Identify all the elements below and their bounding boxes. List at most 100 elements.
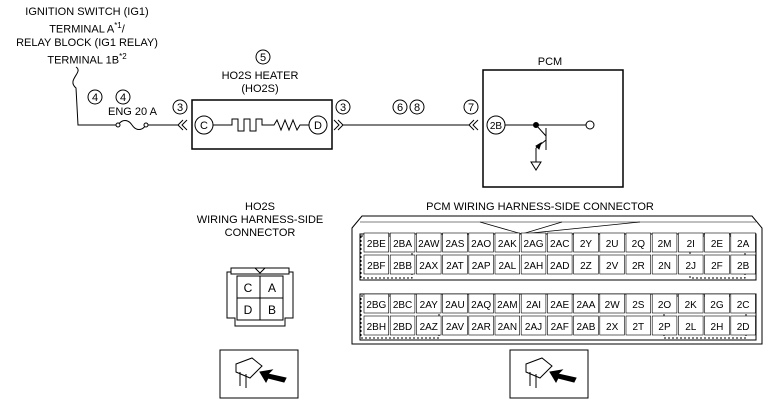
pcm-pin-2ba: 2BA bbox=[393, 239, 412, 250]
pcm-pin-2k: 2K bbox=[685, 300, 698, 311]
pcm-pin-cell bbox=[389, 293, 416, 314]
pcm-pin-cell bbox=[599, 315, 625, 336]
ho2s-connector-line3: CONNECTOR bbox=[224, 227, 296, 239]
pcm-pin-2ar: 2AR bbox=[471, 322, 490, 333]
pcm-pin-2w: 2W bbox=[605, 300, 621, 311]
pcm-pin-2af: 2AF bbox=[551, 322, 569, 333]
pcm-pin-2ak: 2AK bbox=[498, 239, 517, 250]
pcm-pin-cell bbox=[678, 315, 704, 336]
pcm-pin-2h: 2H bbox=[711, 322, 724, 333]
pcm-pin-2bb: 2BB bbox=[393, 261, 412, 272]
pcm-pin-2g: 2G bbox=[710, 300, 724, 311]
pcm-pin-2j: 2J bbox=[685, 261, 696, 272]
pcm-pin-cell bbox=[442, 293, 468, 314]
ho2s-connector-line2: WIRING HARNESS-SIDE bbox=[196, 214, 324, 226]
pcm-pin-cell bbox=[678, 293, 704, 314]
pcm-pin-2ae: 2AE bbox=[550, 300, 569, 311]
fuse-label: ENG 20 A bbox=[108, 106, 157, 118]
fuse-right-terminal bbox=[143, 122, 149, 128]
connector-view-icon-left bbox=[219, 349, 299, 399]
pcm-pin-2m: 2M bbox=[658, 239, 672, 250]
pcm-pin-cell bbox=[494, 315, 521, 336]
pcm-pin-cell bbox=[730, 293, 756, 314]
ho2s-connector-line1: HO2S bbox=[245, 201, 275, 213]
pcm-pin-cell bbox=[468, 293, 494, 314]
pcm-pin-cell bbox=[625, 254, 652, 275]
pcm-title: PCM bbox=[537, 56, 563, 68]
pcm-pin-cell bbox=[416, 293, 442, 314]
pcm-pin-2a: 2A bbox=[737, 239, 750, 250]
pcm-pin-2aq: 2AQ bbox=[471, 300, 491, 311]
pcm-pin-cell bbox=[547, 315, 573, 336]
pcm-pin-cell bbox=[547, 254, 573, 275]
pcm-term-label: 2B bbox=[490, 121, 503, 132]
pcm-pin-2bf: 2BF bbox=[367, 261, 385, 272]
pcm-pin-cell bbox=[625, 293, 652, 314]
pcm-pin-2au: 2AU bbox=[445, 300, 464, 311]
pcm-pin-2as: 2AS bbox=[445, 239, 464, 250]
pcm-pin-cell bbox=[442, 254, 468, 275]
pcm-pin-2l: 2L bbox=[685, 322, 697, 333]
callout-5: 5 bbox=[260, 52, 266, 64]
heater-element-icon bbox=[213, 118, 309, 132]
pcm-pin-cell bbox=[363, 315, 390, 336]
pcm-pin-cell bbox=[678, 232, 704, 253]
pcm-pin-2n: 2N bbox=[658, 261, 671, 272]
pcm-pin-cell bbox=[730, 254, 756, 275]
pcm-pin-2aj: 2AJ bbox=[525, 322, 542, 333]
pcm-pin-cell bbox=[625, 232, 652, 253]
pcm-pin-2o: 2O bbox=[658, 300, 672, 311]
pcm-pin-2bh: 2BH bbox=[367, 322, 386, 333]
pcm-pin-cell bbox=[651, 293, 678, 314]
pcm-pin-cell bbox=[520, 232, 547, 253]
pcm-pin-cell bbox=[547, 232, 573, 253]
pcm-pin-2aa: 2AA bbox=[576, 300, 595, 311]
pcm-pin-cell bbox=[494, 232, 521, 253]
pcm-pin-2p: 2P bbox=[658, 322, 671, 333]
pcm-pin-cell bbox=[494, 254, 521, 275]
pcm-pin-cell bbox=[389, 315, 416, 336]
pcm-pin-2aw: 2AW bbox=[418, 239, 440, 250]
pcm-pin-cell bbox=[573, 315, 599, 336]
pcm-pin-2c: 2C bbox=[737, 300, 750, 311]
pcm-pin-cell bbox=[468, 315, 494, 336]
callout-7: 7 bbox=[468, 102, 474, 114]
pcm-pin-cell bbox=[651, 232, 678, 253]
ho2s-pin-b: B bbox=[268, 303, 276, 317]
pcm-pin-cell bbox=[678, 254, 704, 275]
pcm-pin-2an: 2AN bbox=[498, 322, 517, 333]
pcm-pin-2ax: 2AX bbox=[419, 261, 438, 272]
pcm-pin-2al: 2AL bbox=[498, 261, 516, 272]
pcm-pin-cell bbox=[704, 254, 730, 275]
pcm-pin-2ad: 2AD bbox=[550, 261, 569, 272]
ho2s-connector-label: HO2S WIRING HARNESS-SIDE CONNECTOR bbox=[185, 201, 335, 240]
ho2s-pin-a: A bbox=[268, 281, 276, 295]
pcm-pin-2i: 2I bbox=[687, 239, 695, 250]
pcm-connector-title: PCM WIRING HARNESS-SIDE CONNECTOR bbox=[426, 201, 654, 213]
pcm-pin-cell bbox=[573, 293, 599, 314]
pcm-pin-cell bbox=[389, 254, 416, 275]
fuse-left-terminal bbox=[115, 122, 121, 128]
callout-4b: 4 bbox=[120, 92, 126, 104]
pcm-pin-2t: 2T bbox=[633, 322, 645, 333]
pcm-pin-2ap: 2AP bbox=[472, 261, 491, 272]
ho2s-connector-face bbox=[226, 267, 294, 327]
pcm-pin-2v: 2V bbox=[606, 261, 619, 272]
pcm-pin-cell bbox=[599, 254, 625, 275]
pcm-pin-2be: 2BE bbox=[367, 239, 386, 250]
pcm-pin-2x: 2X bbox=[606, 322, 619, 333]
pcm-pin-2ah: 2AH bbox=[524, 261, 543, 272]
pcm-pin-2b: 2B bbox=[737, 261, 750, 272]
callout-3a: 3 bbox=[177, 102, 183, 114]
pcm-pin-2ai: 2AI bbox=[526, 300, 541, 311]
heater-box bbox=[191, 99, 333, 150]
pcm-pin-cell bbox=[520, 315, 547, 336]
pcm-pin-cell bbox=[730, 315, 756, 336]
pcm-pin-2av: 2AV bbox=[446, 322, 464, 333]
pcm-pin-cell bbox=[363, 293, 390, 314]
pcm-pin-2ac: 2AC bbox=[550, 239, 569, 250]
pcm-pin-cell bbox=[625, 315, 652, 336]
pcm-pin-2f: 2F bbox=[711, 261, 723, 272]
